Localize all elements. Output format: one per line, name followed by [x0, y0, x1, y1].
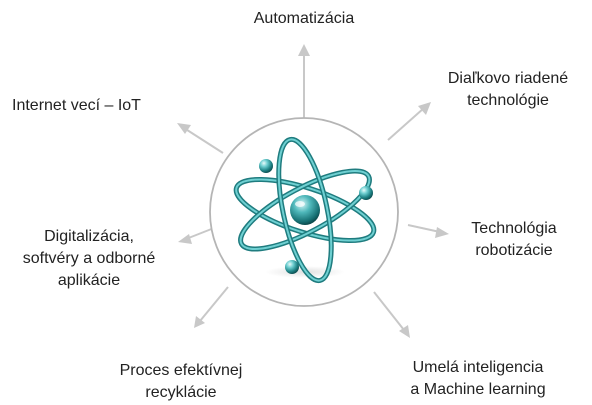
node-automation-line-1: Automatizácia [253, 10, 355, 27]
arrowhead-robotics-icon [435, 227, 449, 238]
node-recycling: Proces efektívnej recyklácie [96, 360, 266, 404]
node-robotics-line-2: robotizácie [475, 242, 553, 259]
node-robotics-line-1: Technológia [471, 220, 557, 237]
arrowhead-iot-icon [177, 123, 191, 134]
arrow-remote [387, 107, 425, 141]
node-iot: Internet vecí – IoT [12, 95, 192, 117]
atom-icon [233, 136, 377, 284]
node-recycling-line-2: recyklácie [145, 384, 217, 401]
arrow-ai [373, 291, 405, 331]
node-digital: Digitalizácia, softvéry a odborné apliká… [4, 226, 174, 292]
arrow-digital [185, 227, 215, 240]
node-ai-line-1: Umelá inteligencia [412, 359, 544, 376]
node-robotics: Technológia robotizácie [444, 218, 584, 262]
node-digital-line-3: aplikácie [57, 272, 121, 289]
electron-icon [285, 260, 299, 274]
node-recycling-line-1: Proces efektívnej [119, 362, 243, 379]
node-automation: Automatizácia [214, 8, 394, 30]
arrow-recycling [199, 286, 229, 322]
node-remote-line-1: Diaľkovo riadené [447, 70, 569, 87]
electron-icon [259, 159, 273, 173]
arrow-robotics [407, 224, 441, 233]
arrowhead-recycling-icon [194, 316, 205, 328]
nucleus-icon [290, 195, 320, 225]
arrowhead-digital-icon [178, 234, 192, 244]
node-ai-line-2: a Machine learning [410, 381, 546, 398]
arrowhead-automation-icon [298, 44, 310, 56]
electron-icon [359, 186, 373, 200]
node-ai: Umelá inteligencia a Machine learning [378, 357, 578, 401]
node-digital-line-1: Digitalizácia, [44, 228, 134, 245]
node-remote-line-2: technológie [467, 92, 549, 109]
arrow-iot [183, 127, 224, 154]
arrowhead-remote-icon [418, 102, 431, 115]
arrowhead-ai-icon [399, 325, 410, 338]
node-remote: Diaľkovo riadené technológie [433, 68, 583, 112]
node-digital-line-2: softvéry a odborné [22, 250, 156, 267]
node-iot-line-1: Internet vecí – IoT [12, 97, 141, 114]
